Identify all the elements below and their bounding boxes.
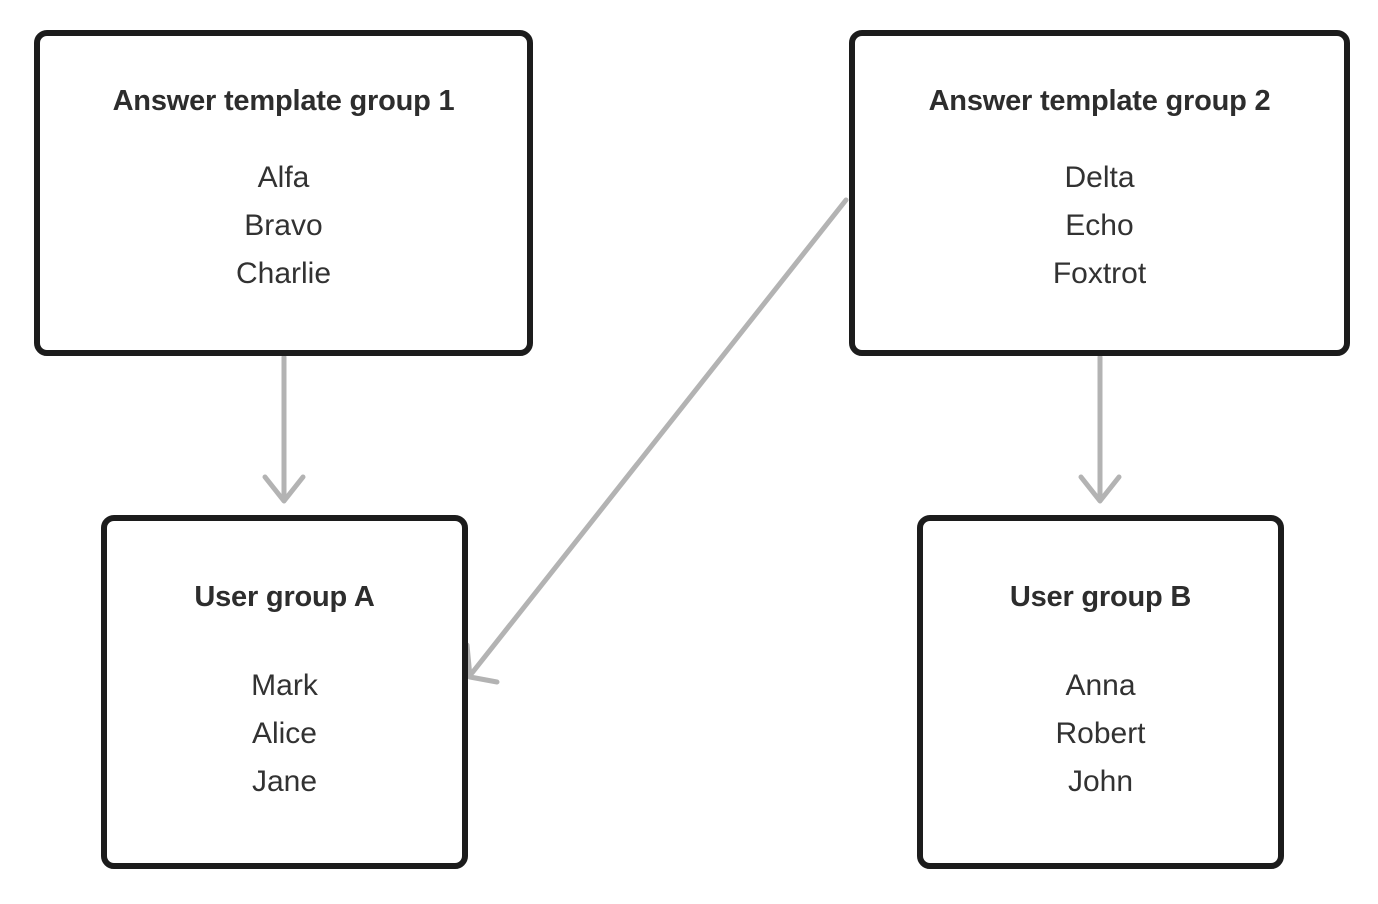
node-title: User group A <box>194 581 375 613</box>
node-user-group-a[interactable]: User group A Mark Alice Jane <box>101 515 468 869</box>
node-item-list: Delta Echo Foxtrot <box>1053 154 1146 298</box>
node-item: Alfa <box>257 161 310 194</box>
node-item: Alice <box>251 717 317 750</box>
edge-template-group-1-to-user-group-a <box>262 354 306 504</box>
edge-template-group-2-to-user-group-b <box>1078 354 1122 504</box>
node-item: Robert <box>1055 717 1146 750</box>
node-title: Answer template group 2 <box>928 85 1271 117</box>
node-item: Echo <box>1065 209 1134 242</box>
node-title: User group B <box>1009 581 1192 613</box>
node-answer-template-group-1[interactable]: Answer template group 1 Alfa Bravo Charl… <box>34 30 533 356</box>
node-item-list: Alfa Bravo Charlie <box>236 154 331 298</box>
node-answer-template-group-2[interactable]: Answer template group 2 Delta Echo Foxtr… <box>849 30 1350 356</box>
node-item-list: Anna Robert John <box>1055 662 1145 806</box>
node-item: John <box>1067 765 1134 798</box>
node-item: Jane <box>251 765 318 798</box>
node-item: Mark <box>251 669 318 702</box>
node-item: Anna <box>1065 669 1136 702</box>
node-item: Bravo <box>244 209 323 242</box>
node-item: Charlie <box>235 257 332 290</box>
node-user-group-b[interactable]: User group B Anna Robert John <box>917 515 1284 869</box>
node-item-list: Mark Alice Jane <box>251 662 318 806</box>
node-item: Delta <box>1064 161 1135 194</box>
node-item: Foxtrot <box>1052 257 1147 290</box>
node-title: Answer template group 1 <box>112 85 455 117</box>
